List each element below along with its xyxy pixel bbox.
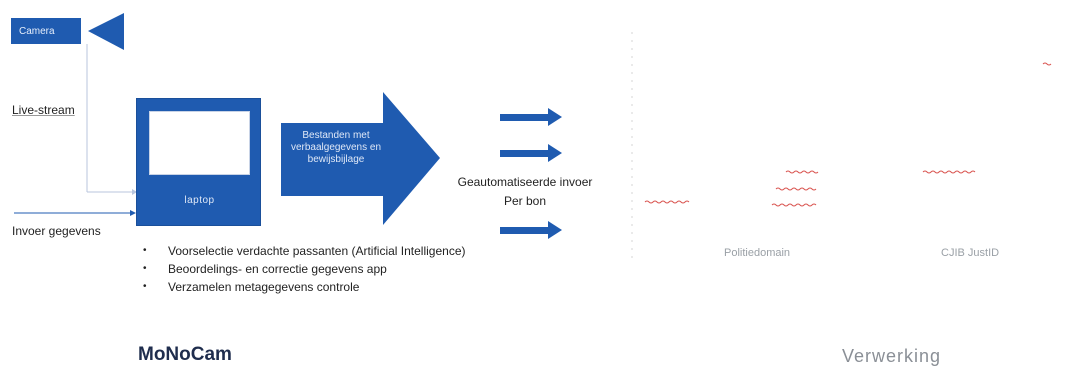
laptop-screen (149, 111, 250, 175)
verwerking-title: Verwerking (842, 346, 942, 366)
laptop-label: laptop (184, 195, 215, 206)
camera-lens-shape (88, 13, 124, 50)
small-arrow-1 (500, 108, 562, 126)
arrow-text: Bestanden met verbaalgegevens en bewijsb… (290, 130, 382, 165)
automation-text: Geautomatiseerde invoer Per bon (440, 173, 610, 211)
automation-line-2: Per bon (503, 194, 547, 208)
feature-bullet-list: Voorselectie verdachte passanten (Artifi… (140, 242, 466, 296)
small-arrow-3 (500, 221, 562, 239)
big-block-arrow (281, 92, 440, 225)
laptop-box: laptop (136, 98, 261, 226)
cjib-justid-label: CJIB JustID (941, 247, 1000, 259)
redaction-squiggles (644, 62, 1052, 207)
small-arrow-2 (500, 144, 562, 162)
camera-box: Camera (11, 18, 81, 44)
politiedomain-label: Politiedomain (724, 247, 791, 259)
bullet-item: Voorselectie verdachte passanten (Artifi… (140, 242, 466, 260)
livestream-label: Live-stream (12, 103, 75, 117)
bullet-item: Verzamelen metagegevens controle (140, 278, 466, 296)
bullet-item: Beoordelings- en correctie gegevens app (140, 260, 466, 278)
camera-label: Camera (19, 25, 55, 37)
invoer-gegevens-label: Invoer gegevens (12, 224, 101, 238)
automation-line-1: Geautomatiseerde invoer (457, 175, 593, 189)
monocam-title: MoNoCam (138, 344, 232, 365)
